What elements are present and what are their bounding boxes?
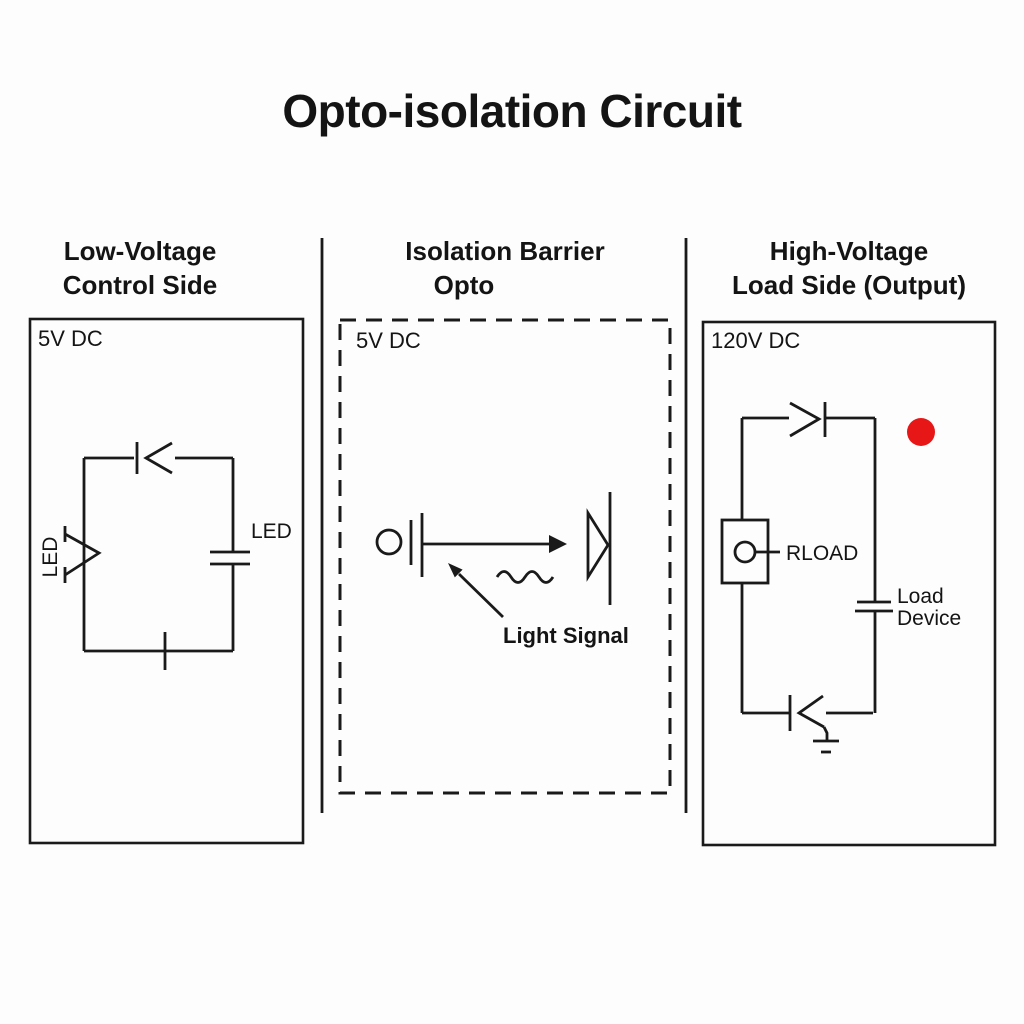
capacitor-icon bbox=[210, 550, 250, 566]
red-indicator-dot bbox=[907, 418, 935, 446]
led-rotated-label: LED bbox=[38, 536, 62, 578]
page-title: Opto-isolation Circuit bbox=[282, 85, 742, 137]
voltage-label-middle: 5V DC bbox=[356, 328, 421, 353]
led-capacitor-label: LED bbox=[251, 520, 292, 543]
load-device-line: Load bbox=[897, 585, 944, 608]
light-signal-pointer-arrow bbox=[448, 563, 504, 619]
light-signal-label: Light Signal bbox=[503, 623, 629, 648]
high-voltage-panel-box bbox=[701, 320, 997, 847]
light-wave-icon bbox=[495, 570, 555, 584]
ground-icon bbox=[813, 739, 839, 754]
header-low-voltage: Low-Voltage Control Side bbox=[20, 234, 260, 302]
load-device-line: Device bbox=[897, 607, 962, 630]
rload-label: RLOAD bbox=[786, 542, 859, 565]
phototransistor-icon bbox=[586, 492, 612, 605]
header-line: High-Voltage bbox=[769, 236, 929, 266]
load-device-label: Load Device bbox=[897, 586, 961, 630]
light-arrow-icon bbox=[423, 535, 567, 553]
header-line: Load Side (Output) bbox=[732, 270, 966, 300]
header-line: Control Side bbox=[62, 270, 218, 300]
led-arrow-icon bbox=[63, 526, 102, 583]
header-isolation-barrier: Isolation Barrier bbox=[405, 236, 605, 266]
low-voltage-circuit bbox=[63, 441, 250, 670]
output-transistor-icon bbox=[788, 694, 829, 741]
isolation-barrier-dashed-box bbox=[338, 318, 672, 795]
rload-component-icon bbox=[720, 518, 780, 585]
optocoupler-symbol bbox=[375, 492, 612, 619]
header-line: Low-Voltage bbox=[63, 236, 217, 266]
diode-left-icon bbox=[135, 441, 173, 475]
low-voltage-panel-box bbox=[28, 317, 305, 845]
wire bbox=[82, 456, 235, 653]
voltage-label-left: 5V DC bbox=[38, 326, 103, 351]
voltage-label-right: 120V DC bbox=[711, 328, 801, 353]
diode-right-icon bbox=[789, 401, 827, 438]
wire bbox=[740, 416, 877, 715]
header-high-voltage: High-Voltage Load Side (Output) bbox=[703, 234, 995, 302]
high-voltage-circuit bbox=[720, 401, 935, 754]
emitter-circle-icon bbox=[375, 528, 403, 556]
capacitor-icon bbox=[855, 600, 893, 613]
header-opto: Opto bbox=[433, 270, 495, 300]
